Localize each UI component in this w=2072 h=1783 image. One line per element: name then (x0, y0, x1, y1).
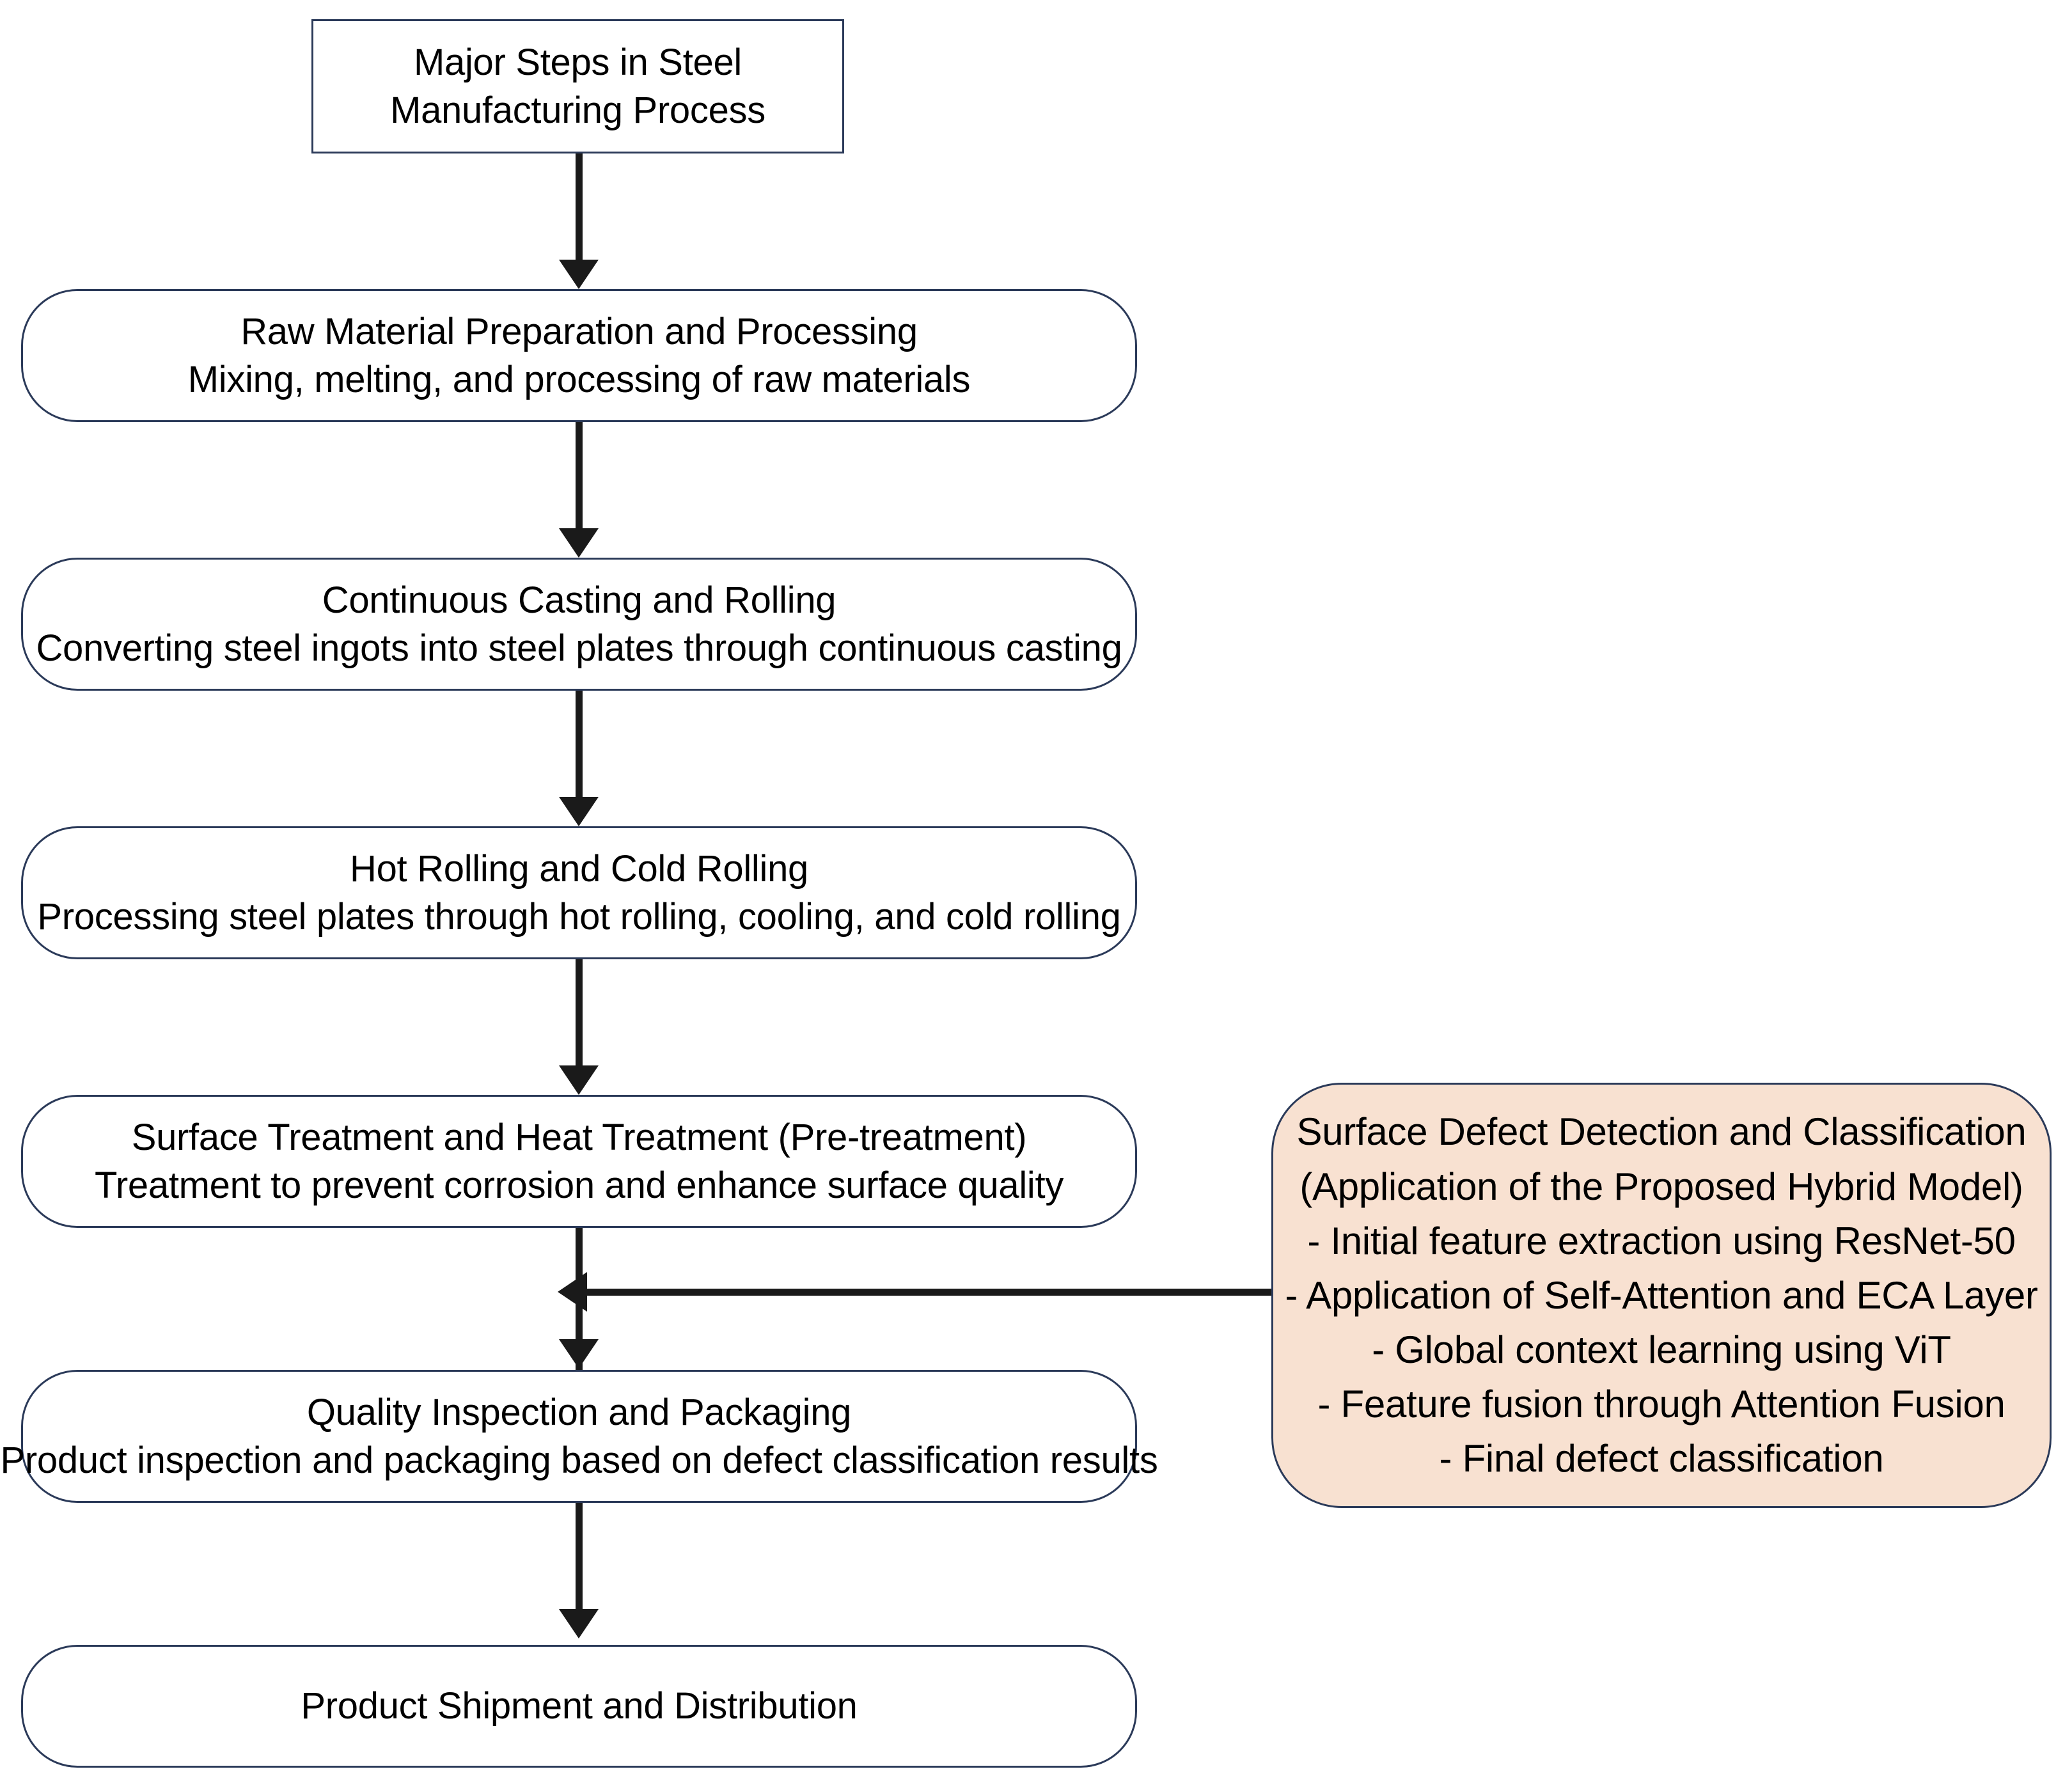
defect-node-line-1: Surface Defect Detection and Classificat… (1296, 1110, 2027, 1154)
node-raw-material-line-2: Mixing, melting, and processing of raw m… (187, 359, 971, 400)
node-hot-rolling-line-2: Processing steel plates through hot roll… (37, 896, 1121, 938)
arrowhead-surface-treatment-to-quality (559, 1339, 599, 1369)
arrowhead-casting-to-rolling (559, 797, 599, 826)
defect-node-line-5: - Global context learning using ViT (1372, 1328, 1951, 1372)
node-title-line-1: Major Steps in Steel (413, 41, 742, 83)
node-title-line-2: Manufacturing Process (390, 90, 765, 131)
arrowhead-title-to-raw-material (559, 260, 599, 289)
arrowhead-raw-material-to-casting (559, 528, 599, 558)
arrowhead-defect-detection-to-main-flow (558, 1272, 587, 1312)
node-surface-and-heat-treatment: Surface Treatment and Heat Treatment (Pr… (21, 1095, 1137, 1228)
defect-node-line-2: (Application of the Proposed Hybrid Mode… (1299, 1165, 2023, 1208)
node-title-major-steps: Major Steps in Steel Manufacturing Proce… (311, 19, 844, 153)
node-surface-treatment-line-2: Treatment to prevent corrosion and enhan… (94, 1165, 1064, 1206)
node-continuous-casting-and-rolling: Continuous Casting and Rolling Convertin… (21, 558, 1137, 691)
node-raw-material-preparation: Raw Material Preparation and Processing … (21, 289, 1137, 422)
defect-node-line-3: - Initial feature extraction using ResNe… (1307, 1219, 2016, 1262)
node-quality-inspection-line-2: Product inspection and packaging based o… (0, 1440, 1158, 1481)
connector-rolling-to-surface-treatment (576, 959, 583, 1069)
node-continuous-casting-line-1: Continuous Casting and Rolling (322, 579, 836, 621)
connector-title-to-raw-material (576, 153, 583, 263)
node-raw-material-line-1: Raw Material Preparation and Processing (240, 310, 918, 352)
defect-node-line-4: - Application of Self-Attention and ECA … (1285, 1273, 2038, 1317)
arrowhead-quality-to-shipment (559, 1609, 599, 1638)
node-quality-inspection-and-packaging: Quality Inspection and Packaging Product… (0, 1370, 1158, 1503)
connector-defect-detection-to-main-flow (587, 1289, 1273, 1296)
arrowhead-rolling-to-surface-treatment (559, 1065, 599, 1095)
defect-node-line-7: - Final defect classification (1439, 1437, 1884, 1481)
defect-node-line-6: - Feature fusion through Attention Fusio… (1317, 1383, 2005, 1426)
node-surface-defect-detection: Surface Defect Detection and Classificat… (1271, 1083, 2052, 1508)
node-hot-rolling-line-1: Hot Rolling and Cold Rolling (350, 847, 808, 890)
node-quality-inspection-line-1: Quality Inspection and Packaging (306, 1391, 852, 1433)
node-product-shipment-line-1: Product Shipment and Distribution (301, 1685, 858, 1727)
connector-raw-material-to-casting (576, 422, 583, 532)
node-continuous-casting-line-2: Converting steel ingots into steel plate… (36, 627, 1122, 669)
node-product-shipment-and-distribution: Product Shipment and Distribution (21, 1645, 1137, 1768)
connector-quality-to-shipment (576, 1503, 583, 1613)
node-hot-rolling-and-cold-rolling: Hot Rolling and Cold Rolling Processing … (21, 826, 1137, 959)
connector-casting-to-rolling (576, 691, 583, 801)
node-surface-treatment-line-1: Surface Treatment and Heat Treatment (Pr… (131, 1116, 1027, 1158)
